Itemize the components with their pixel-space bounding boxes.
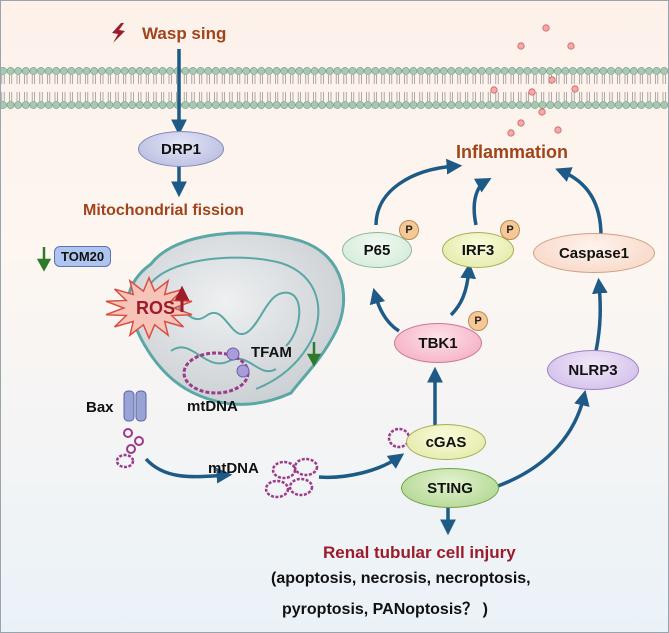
injury-title: Renal tubular cell injury [323, 543, 516, 562]
tom20-label: TOM20 [54, 246, 112, 267]
injury-line-2: pyroptosis, PANoptosis？ ) [282, 601, 488, 618]
down-arrows [36, 247, 322, 367]
cell-membrane [1, 67, 668, 109]
tbk1-phospho-badge: P [468, 311, 488, 331]
p65-phospho-badge: P [399, 220, 419, 240]
p65-node: P65 [342, 232, 412, 268]
injury-line-1: (apoptosis, necrosis, necroptosis, [271, 570, 531, 587]
signal-label: Wasp sing [142, 24, 227, 43]
mtdna-circle-inner [182, 347, 250, 395]
up-arrow-icon [174, 285, 190, 312]
nlrp3-node: NLRP3 [547, 350, 639, 390]
ros-label: ROS [136, 298, 176, 318]
irf3-node: IRF3 [442, 232, 514, 268]
cgas-node: cGAS [406, 424, 486, 460]
tfam-label: TFAM [251, 344, 292, 361]
tbk1-node: TBK1 [394, 323, 482, 363]
released-mtdna-circles [264, 427, 411, 499]
pathway-arrows [144, 49, 608, 536]
cytokine-particles [490, 24, 579, 137]
drp1-node: DRP1 [138, 131, 224, 167]
mtdna-released-label: mtDNA [208, 460, 259, 477]
bax-channel [115, 390, 147, 469]
mtdna-inner-label: mtDNA [187, 398, 238, 415]
caspase1-node: Caspase1 [533, 233, 655, 273]
mito-fission-label: Mitochondrial fission [83, 202, 244, 219]
bax-label: Bax [86, 399, 114, 416]
ros-burst [105, 275, 193, 341]
inflammation-label: Inflammation [456, 142, 569, 162]
lightning-icon [112, 23, 125, 43]
irf3-phospho-badge: P [500, 220, 520, 240]
sting-node: STING [401, 468, 499, 508]
